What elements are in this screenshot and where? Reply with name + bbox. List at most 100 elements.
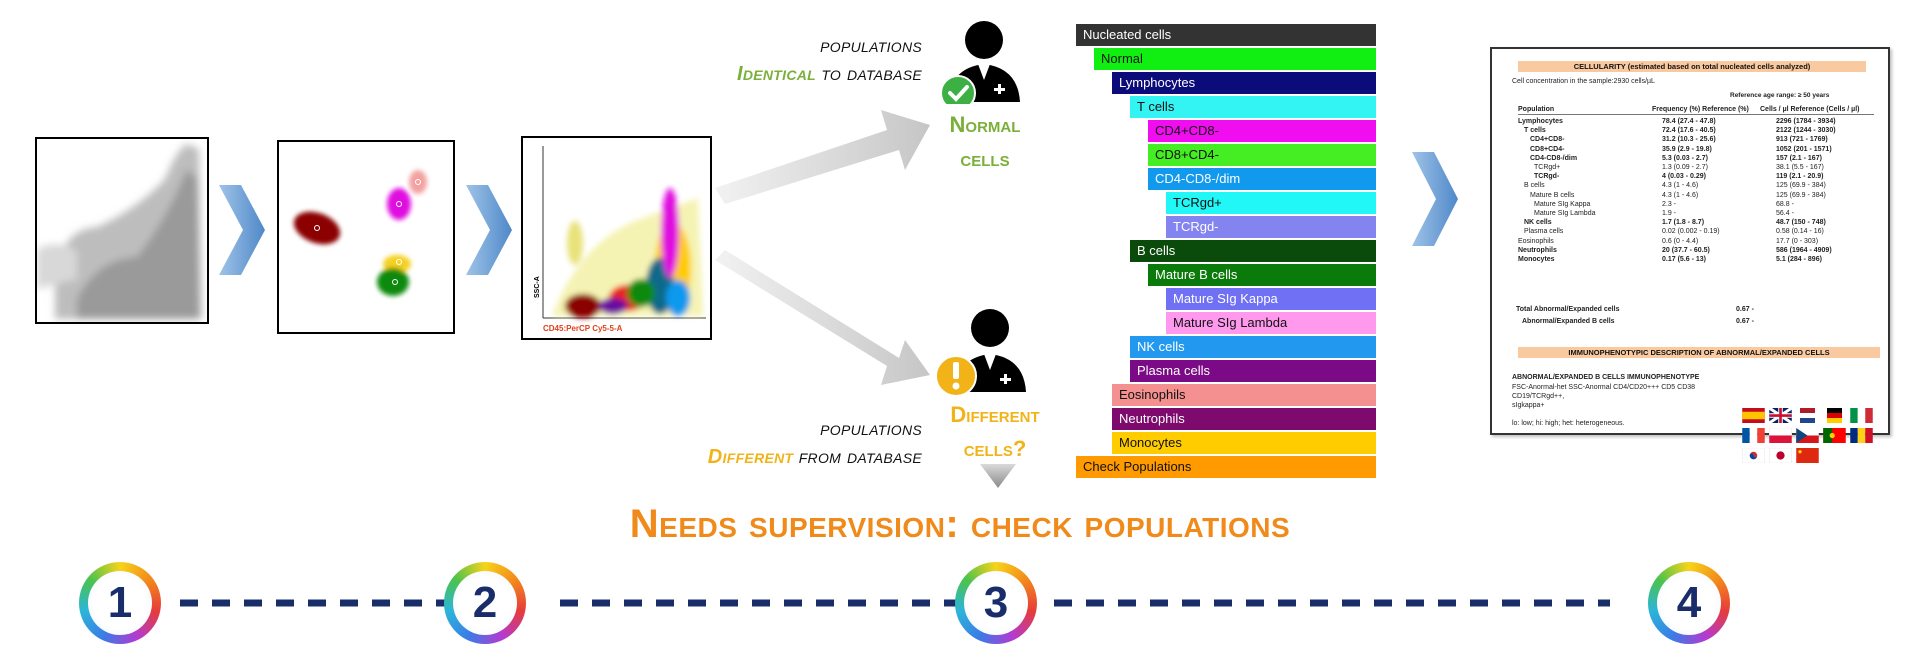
report-row-cells: 125 (69.9 - 384) (1776, 182, 1826, 190)
hier-row-lymphocytes: Lymphocytes (1112, 72, 1376, 94)
step-3: 3 (955, 562, 1037, 644)
report-row-cells: 119 (2.1 - 20.9) (1776, 173, 1824, 181)
report-row-frequency: 1.7 (1.8 - 8.7) (1662, 219, 1705, 227)
report-row-cells: 68.8 - (1776, 200, 1794, 208)
flag-uk-icon[interactable] (1769, 408, 1792, 423)
cellularity-report: CELLULARITY (estimated based on total nu… (1490, 47, 1890, 435)
bottom-caption: populations Different from database (660, 415, 922, 471)
bottom-caption-rest: from database (798, 446, 922, 468)
chevron-right-icon (219, 185, 265, 275)
report-row-name: NK cells (1524, 219, 1552, 227)
density-plot-panel (35, 137, 209, 324)
different-label-line2: cells? (963, 436, 1027, 461)
report-row-name: Mature SIg Lambda (1534, 210, 1596, 217)
flag-portugal-icon[interactable] (1823, 428, 1846, 443)
report-col-cells: Cells / µl Reference (Cells / µl) (1760, 106, 1860, 113)
report-immuno-line1: FSC-Anormal-het SSC-Anormal CD4/CD20+++ … (1512, 384, 1696, 391)
report-row-name: CD4+CD8- (1530, 136, 1565, 144)
report-row-cells: 913 (721 - 1769) (1776, 136, 1828, 144)
hier-row-nk: NK cells (1130, 336, 1376, 358)
report-age-range: Reference age range: ≥ 50 years (1730, 92, 1830, 99)
step-3-number: 3 (983, 578, 1009, 627)
report-total-abnormal-value: 0.67 - (1736, 306, 1754, 313)
report-immuno-subtitle: ABNORMAL/EXPANDED B CELLS IMMUNOPHENOTYP… (1512, 374, 1700, 381)
report-row-frequency: 1.9 - (1662, 210, 1677, 217)
report-row-cells: 586 (1964 - 4909) (1776, 246, 1832, 254)
report-row-frequency: 0.17 (5.6 - 13) (1662, 256, 1706, 263)
report-title: CELLULARITY (estimated based on total nu… (1518, 61, 1866, 72)
report-row-cells: 2296 (1784 - 3934) (1776, 118, 1836, 125)
step-2-number: 2 (472, 578, 498, 627)
scatter-y-axis-label: SSC-A (534, 276, 541, 298)
arrow-up-icon (715, 110, 930, 204)
language-flags[interactable] (1742, 408, 1882, 464)
hier-row-neutrophils: Neutrophils (1112, 408, 1376, 430)
hier-row-cd8: CD8+CD4- (1148, 144, 1376, 166)
flag-italy-icon[interactable] (1850, 408, 1873, 423)
different-label-line1: Different (950, 402, 1040, 427)
report-row-frequency: 4 (0.03 - 0.29) (1662, 173, 1706, 181)
bottom-caption-line1: populations (820, 418, 922, 440)
report-row-name: Eosinophils (1518, 237, 1554, 245)
step-4-number: 4 (1676, 578, 1702, 627)
report-concentration: Cell concentration in the sample:2930 ce… (1512, 78, 1655, 85)
flag-germany-icon[interactable] (1823, 408, 1846, 423)
hier-row-cd4cd8dim: CD4-CD8-/dim (1148, 168, 1376, 190)
hier-row-normal: Normal (1094, 48, 1376, 70)
report-row-frequency: 72.4 (17.6 - 40.5) (1662, 127, 1716, 135)
hier-row-monocytes: Monocytes (1112, 432, 1376, 454)
doctor-approved-icon (940, 21, 1020, 104)
flag-romania-icon[interactable] (1850, 428, 1873, 443)
report-row-cells: 125 (69.9 - 384) (1776, 191, 1826, 199)
report-row-frequency: 4.3 (1 - 4.6) (1662, 191, 1699, 199)
report-row-frequency: 35.9 (2.9 - 19.8) (1662, 145, 1712, 153)
report-row-name: CD4-CD8-/dim (1530, 154, 1578, 162)
report-abnormal-b-value: 0.67 - (1736, 318, 1754, 325)
flag-poland-icon[interactable] (1769, 428, 1792, 443)
flag-france-icon[interactable] (1742, 428, 1765, 443)
flag-japan-icon[interactable] (1769, 448, 1792, 463)
report-row-name: TCRgd+ (1534, 164, 1561, 171)
scatter-plot: SSC-A CD45:PerCP Cy5-5-A (534, 146, 706, 333)
report-row-frequency: 0.02 (0.002 - 0.19) (1662, 228, 1720, 236)
density-plot (37, 144, 202, 319)
report-row-cells: 48.7 (150 - 748) (1776, 219, 1826, 227)
report-row-cells: 17.7 (0 - 303) (1776, 237, 1819, 245)
headline: Needs supervision: check populations (629, 502, 1291, 546)
report-immuno-line3: sIgkappa+ (1512, 402, 1545, 409)
report-row-name: CD8+CD4- (1530, 145, 1565, 153)
scatter-x-axis-label: CD45:PerCP Cy5-5-A (543, 324, 623, 333)
step-2: 2 (444, 562, 526, 644)
report-row-cells: 38.1 (5.5 - 167) (1776, 164, 1824, 171)
report-row-name: B cells (1524, 182, 1545, 190)
cluster-plot-panel (277, 140, 455, 334)
hier-row-t-cells: T cells (1130, 96, 1376, 118)
flag-czech-icon[interactable] (1796, 428, 1819, 443)
report-col-population: Population (1518, 106, 1555, 113)
report-row-cells: 2122 (1244 - 3030) (1776, 127, 1836, 135)
report-row-name: T cells (1524, 127, 1546, 135)
step-connector (180, 599, 1610, 607)
flag-china-icon[interactable] (1796, 448, 1819, 463)
down-triangle-icon (980, 464, 1016, 488)
report-row-frequency: 2.3 - (1662, 200, 1677, 208)
flag-korea-icon[interactable] (1742, 448, 1765, 463)
top-caption: populations Identical to database (660, 32, 922, 88)
hier-row-b-cells: B cells (1130, 240, 1376, 262)
different-cells-label: Different cells? (930, 398, 1060, 466)
flag-netherlands-icon[interactable] (1796, 408, 1819, 423)
report-header-rule (1518, 114, 1874, 115)
report-row-name: Neutrophils (1518, 246, 1557, 254)
hier-row-tcrgd-pos: TCRgd+ (1166, 192, 1376, 214)
hier-row-nucleated: Nucleated cells (1076, 24, 1376, 46)
arrow-down-icon (715, 250, 930, 385)
top-caption-line1: populations (820, 35, 922, 57)
top-caption-rest: to database (821, 63, 922, 85)
cluster-plot (293, 170, 427, 296)
report-row-frequency: 78.4 (27.4 - 47.8) (1662, 118, 1716, 125)
report-total-abnormal: Total Abnormal/Expanded cells (1516, 306, 1620, 313)
report-row-frequency: 31.2 (10.3 - 25.6) (1662, 136, 1716, 144)
flag-spain-icon[interactable] (1742, 408, 1765, 423)
report-immuno-title: IMMUNOPHENOTYPIC DESCRIPTION OF ABNORMAL… (1518, 347, 1880, 358)
